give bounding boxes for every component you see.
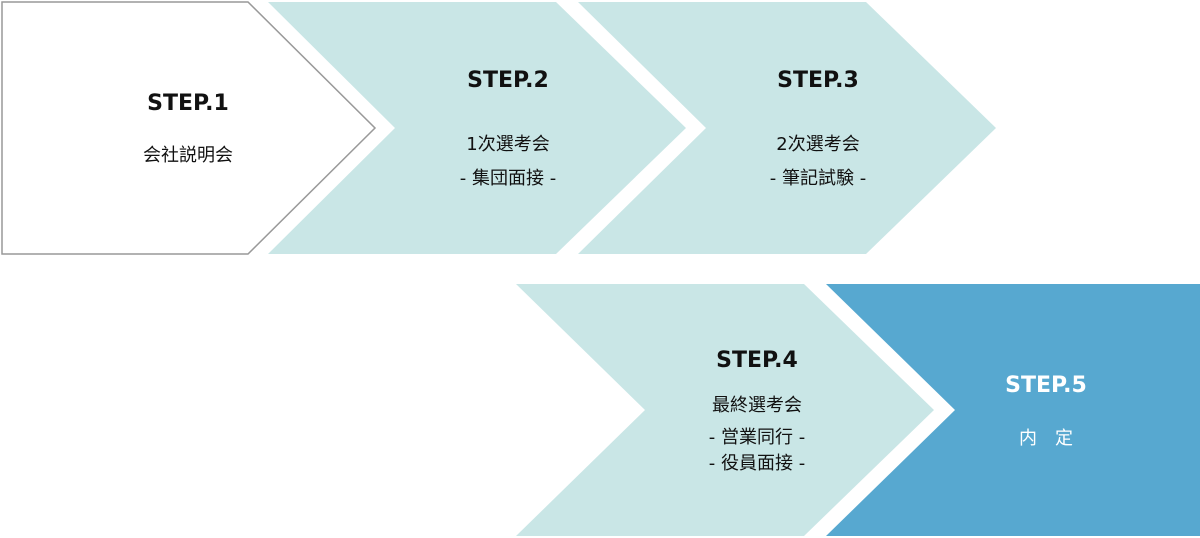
step-2-title: STEP.2	[467, 68, 549, 93]
step-3-line-1: 2次選考会	[776, 134, 859, 155]
step-1-arrow	[1, 1, 377, 255]
step-5-arrow	[826, 284, 1200, 536]
step-5-title: STEP.5	[1005, 373, 1087, 398]
step-2-line-1: 1次選考会	[466, 134, 549, 155]
step-4-title: STEP.4	[716, 348, 798, 373]
step-4-line-3: - 役員面接 -	[709, 453, 805, 474]
step-2-line-2: - 集団面接 -	[460, 168, 556, 189]
step-4-line-2: - 営業同行 -	[709, 427, 805, 448]
step-2-arrow	[268, 2, 686, 254]
step-2: STEP.2 1次選考会 - 集団面接 -	[268, 2, 686, 254]
step-4: STEP.4 最終選考会 - 営業同行 - - 役員面接 -	[516, 284, 934, 536]
step-3: STEP.3 2次選考会 - 筆記試験 -	[578, 2, 996, 254]
step-3-line-2: - 筆記試験 -	[770, 168, 866, 189]
step-1: STEP.1 会社説明会	[1, 1, 377, 255]
step-4-arrow	[516, 284, 934, 536]
step-1-title: STEP.1	[147, 91, 229, 116]
step-5: STEP.5 内 定	[826, 284, 1200, 536]
step-4-line-1: 最終選考会	[712, 395, 802, 416]
step-5-line-1: 内 定	[1019, 428, 1073, 449]
step-3-arrow	[578, 2, 996, 254]
step-3-title: STEP.3	[777, 68, 859, 93]
step-1-line-1: 会社説明会	[143, 145, 233, 166]
